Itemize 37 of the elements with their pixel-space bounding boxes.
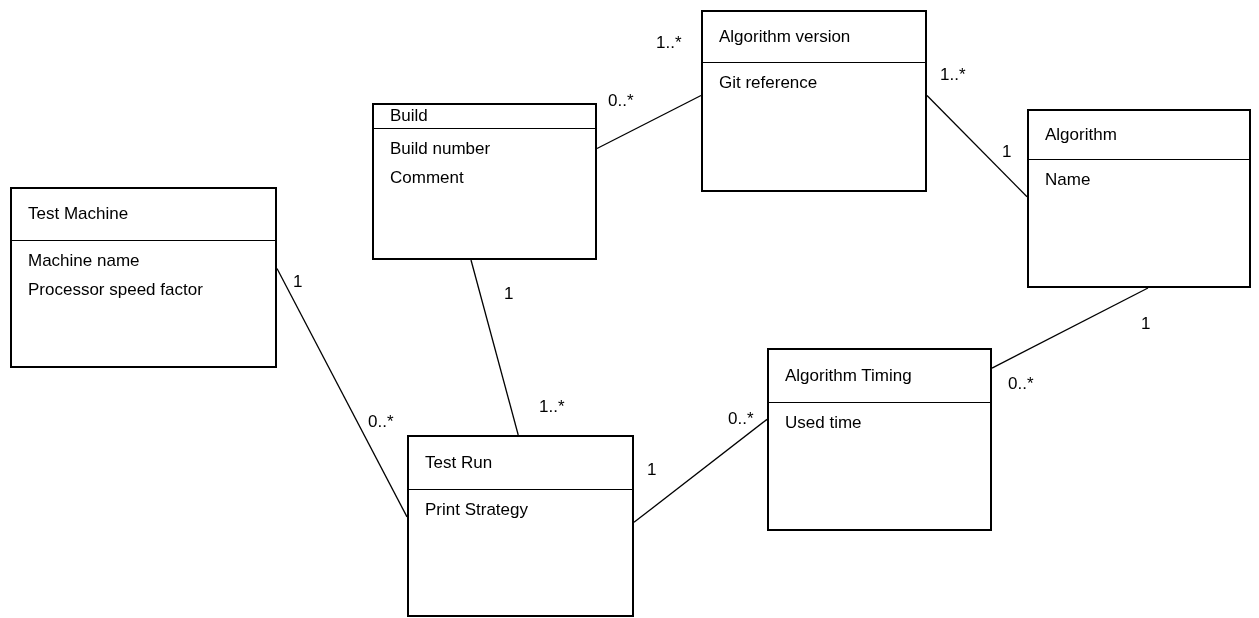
attribute-name: Print Strategy xyxy=(425,500,528,520)
class-box xyxy=(372,103,597,260)
association-line xyxy=(926,94,1028,198)
multiplicity-label: 1..* xyxy=(656,33,682,53)
class-box xyxy=(407,435,634,617)
multiplicity-label: 1..* xyxy=(539,397,565,417)
attribute-name: Used time xyxy=(785,413,862,433)
class-box xyxy=(1027,109,1251,288)
attribute-name: Comment xyxy=(390,168,464,188)
attribute-name: Processor speed factor xyxy=(28,280,203,300)
association-line xyxy=(991,287,1149,369)
class-name: Test Run xyxy=(425,452,493,472)
multiplicity-label: 1..* xyxy=(940,65,966,85)
multiplicity-label: 0..* xyxy=(368,412,394,432)
multiplicity-label: 0..* xyxy=(728,409,754,429)
association-line xyxy=(470,259,519,436)
class-name: Algorithm version xyxy=(719,26,851,46)
class-box xyxy=(10,187,277,368)
class-box xyxy=(701,10,927,192)
attribute-name: Build number xyxy=(390,139,491,159)
class-name: Algorithm xyxy=(1045,124,1117,144)
multiplicity-label: 1 xyxy=(293,272,303,292)
attribute-name: Machine name xyxy=(28,251,140,271)
attribute-name: Name xyxy=(1045,170,1091,190)
association-line xyxy=(633,418,768,523)
class-name: Build xyxy=(390,106,428,125)
multiplicity-label: 1 xyxy=(1002,142,1012,162)
class-box xyxy=(767,348,992,531)
multiplicity-label: 1 xyxy=(647,460,657,480)
multiplicity-label: 1 xyxy=(504,284,514,304)
class-name: Algorithm Timing xyxy=(785,365,912,385)
multiplicity-label: 1 xyxy=(1141,314,1151,334)
association-line xyxy=(596,94,702,150)
multiplicity-label: 0..* xyxy=(1008,374,1034,394)
attribute-name: Git reference xyxy=(719,73,818,93)
multiplicity-label: 0..* xyxy=(608,91,634,111)
class-name: Test Machine xyxy=(28,204,129,223)
